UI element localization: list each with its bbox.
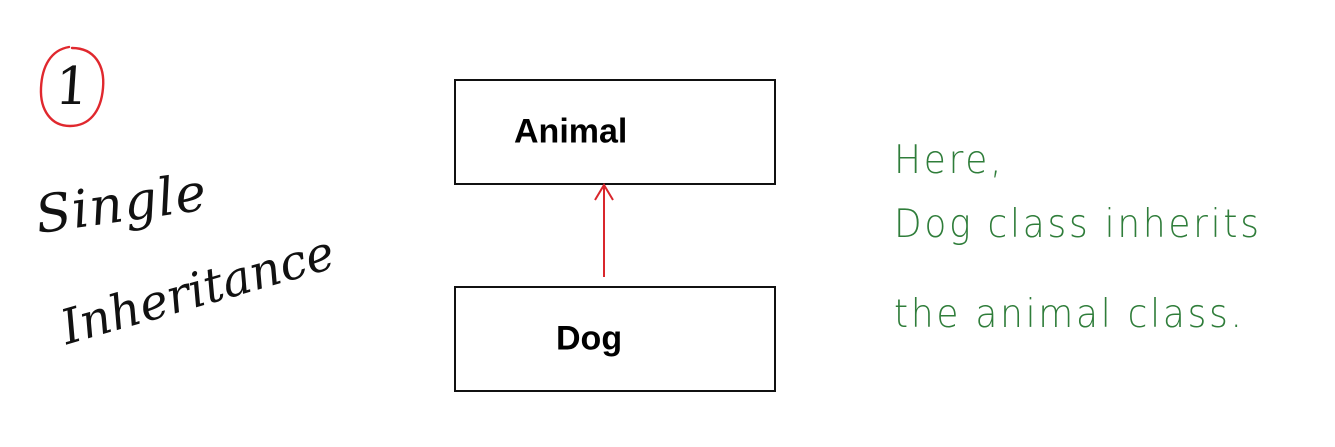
badge-number: 1 bbox=[53, 57, 91, 117]
note-line-1: Here, bbox=[894, 138, 1005, 183]
parent-class-box: Animal bbox=[454, 79, 776, 185]
title-inheritance: Inheritance bbox=[54, 224, 341, 356]
parent-class-label: Animal bbox=[514, 112, 628, 151]
badge-ring-icon bbox=[39, 45, 105, 128]
inheritance-arrow bbox=[594, 183, 614, 277]
child-class-label: Dog bbox=[556, 319, 623, 358]
child-class-box: Dog bbox=[454, 286, 776, 392]
title-single: Single bbox=[31, 162, 211, 246]
step-number-badge: 1 bbox=[37, 44, 107, 130]
note-line-2: Dog class inherits bbox=[894, 202, 1262, 247]
note-line-3: the animal class. bbox=[894, 292, 1245, 337]
